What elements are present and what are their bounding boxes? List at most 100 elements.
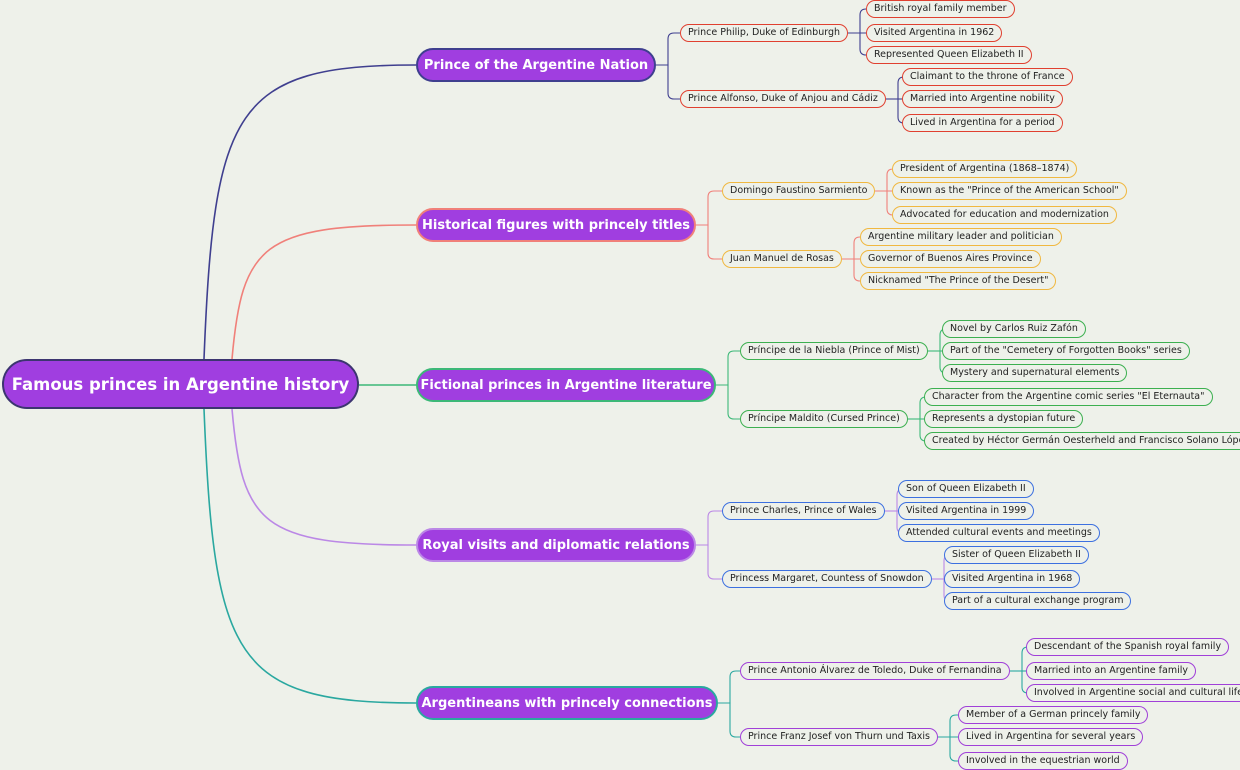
connector [718,670,740,704]
leaf-topic[interactable]: Argentine military leader and politician [860,228,1062,246]
branch-topic[interactable]: Prince of the Argentine Nation [416,48,656,82]
leaf-topic[interactable]: Attended cultural events and meetings [898,524,1100,542]
leaf-topic-label: Married into an Argentine family [1034,665,1188,676]
leaf-topic[interactable]: Represents a dystopian future [924,410,1084,428]
subtopic-label: Prince Philip, Duke of Edinburgh [688,27,841,38]
leaf-topic[interactable]: British royal family member [866,0,1015,18]
branch-topic-label: Prince of the Argentine Nation [423,57,649,73]
leaf-topic[interactable]: Visited Argentina in 1999 [898,502,1035,520]
connector [696,510,722,546]
leaf-topic-label: Advocated for education and modernizatio… [900,209,1109,220]
leaf-topic-label: Part of a cultural exchange program [952,595,1124,606]
subtopic-label: Prince Charles, Prince of Wales [730,505,877,516]
subtopic-label: Príncipe Maldito (Cursed Prince) [748,413,900,424]
subtopic-label: Juan Manuel de Rosas [730,253,834,264]
subtopic[interactable]: Prince Franz Josef von Thurn und Taxis [740,728,938,746]
connector [842,236,861,260]
leaf-topic-label: Descendant of the Spanish royal family [1034,641,1222,652]
subtopic[interactable]: Príncipe de la Niebla (Prince of Mist) [740,342,928,360]
subtopic[interactable]: Prince Charles, Prince of Wales [722,502,885,520]
leaf-topic-label: President of Argentina (1868–1874) [900,163,1070,174]
connector [696,190,722,226]
subtopic[interactable]: Prince Philip, Duke of Edinburgh [680,24,849,42]
leaf-topic[interactable]: Married into Argentine nobility [902,90,1063,108]
leaf-topic-label: Character from the Argentine comic serie… [932,391,1205,402]
root-topic[interactable]: Famous princes in Argentine history [2,359,359,409]
connector [231,408,417,546]
subtopic-label: Prince Franz Josef von Thurn und Taxis [748,731,930,742]
leaf-topic-label: Visited Argentina in 1962 [874,27,995,38]
leaf-topic[interactable]: Part of a cultural exchange program [944,592,1132,610]
leaf-topic[interactable]: Part of the "Cemetery of Forgotten Books… [942,342,1190,360]
leaf-topic[interactable]: Visited Argentina in 1962 [866,24,1003,42]
connector [696,224,722,260]
branch-topic[interactable]: Historical figures with princely titles [416,208,696,242]
leaf-topic[interactable]: Governor of Buenos Aires Province [860,250,1041,268]
connector [656,64,680,100]
branch-topic[interactable]: Fictional princes in Argentine literatur… [416,368,716,402]
leaf-topic-label: Visited Argentina in 1999 [906,505,1027,516]
leaf-topic[interactable]: Advocated for education and modernizatio… [892,206,1117,224]
subtopic-label: Prince Antonio Álvarez de Toledo, Duke o… [748,665,1002,676]
leaf-topic[interactable]: Member of a German princely family [958,706,1149,724]
leaf-topic-label: Involved in Argentine social and cultura… [1034,687,1240,698]
leaf-topic[interactable]: Sister of Queen Elizabeth II [944,546,1089,564]
leaf-topic-label: Argentine military leader and politician [868,231,1054,242]
connector [908,418,927,442]
connector [886,76,905,100]
leaf-topic-label: Visited Argentina in 1968 [952,573,1073,584]
subtopic[interactable]: Domingo Faustino Sarmiento [722,182,876,200]
leaf-topic[interactable]: Mystery and supernatural elements [942,364,1128,382]
leaf-topic[interactable]: Created by Héctor Germán Oesterheld and … [924,432,1240,450]
subtopic[interactable]: Prince Antonio Álvarez de Toledo, Duke o… [740,662,1010,680]
leaf-topic-label: Novel by Carlos Ruiz Zafón [950,323,1078,334]
leaf-topic-label: Married into Argentine nobility [910,93,1055,104]
branch-topic-label: Argentineans with princely connections [421,695,713,711]
leaf-topic[interactable]: Descendant of the Spanish royal family [1026,638,1230,656]
leaf-topic-label: Created by Héctor Germán Oesterheld and … [932,435,1240,446]
leaf-topic[interactable]: Claimant to the throne of France [902,68,1073,86]
leaf-topic[interactable]: Son of Queen Elizabeth II [898,480,1034,498]
leaf-topic-label: Attended cultural events and meetings [906,527,1092,538]
leaf-topic-label: Represented Queen Elizabeth II [874,49,1024,60]
leaf-topic-label: Member of a German princely family [966,709,1141,720]
leaf-topic[interactable]: Lived in Argentina for a period [902,114,1063,132]
connector [938,714,958,738]
leaf-topic[interactable]: Novel by Carlos Ruiz Zafón [942,320,1086,338]
subtopic[interactable]: Prince Alfonso, Duke of Anjou and Cádiz [680,90,886,108]
subtopic[interactable]: Príncipe Maldito (Cursed Prince) [740,410,908,428]
leaf-topic[interactable]: Married into an Argentine family [1026,662,1196,680]
subtopic-label: Princess Margaret, Countess of Snowdon [730,573,924,584]
connector [716,384,740,420]
subtopic-label: Prince Alfonso, Duke of Anjou and Cádiz [688,93,878,104]
branch-topic-label: Fictional princes in Argentine literatur… [420,377,712,393]
leaf-topic[interactable]: President of Argentina (1868–1874) [892,160,1078,178]
leaf-topic-label: Involved in the equestrian world [966,755,1120,766]
leaf-topic[interactable]: Represented Queen Elizabeth II [866,46,1032,64]
leaf-topic-label: British royal family member [874,3,1007,14]
connector [696,544,722,580]
branch-topic[interactable]: Royal visits and diplomatic relations [416,528,696,562]
connector [848,8,867,34]
leaf-topic[interactable]: Character from the Argentine comic serie… [924,388,1213,406]
connector [842,258,861,282]
leaf-topic[interactable]: Involved in Argentine social and cultura… [1026,684,1240,702]
connector [1010,670,1029,694]
branch-topic[interactable]: Argentineans with princely connections [416,686,718,720]
leaf-topic[interactable]: Known as the "Prince of the American Sch… [892,182,1127,200]
connector [875,190,894,216]
leaf-topic-label: Part of the "Cemetery of Forgotten Books… [950,345,1182,356]
subtopic[interactable]: Juan Manuel de Rosas [722,250,842,268]
leaf-topic[interactable]: Lived in Argentina for several years [958,728,1144,746]
subtopic[interactable]: Princess Margaret, Countess of Snowdon [722,570,932,588]
branch-topic-label: Historical figures with princely titles [422,217,690,233]
connector [231,224,417,360]
connector [875,168,894,192]
leaf-topic[interactable]: Involved in the equestrian world [958,752,1128,770]
leaf-topic-label: Lived in Argentina for several years [966,731,1136,742]
leaf-topic[interactable]: Visited Argentina in 1968 [944,570,1081,588]
leaf-topic-label: Claimant to the throne of France [910,71,1065,82]
leaf-topic[interactable]: Nicknamed "The Prince of the Desert" [860,272,1057,290]
connector [938,736,958,762]
connector [1010,646,1029,672]
